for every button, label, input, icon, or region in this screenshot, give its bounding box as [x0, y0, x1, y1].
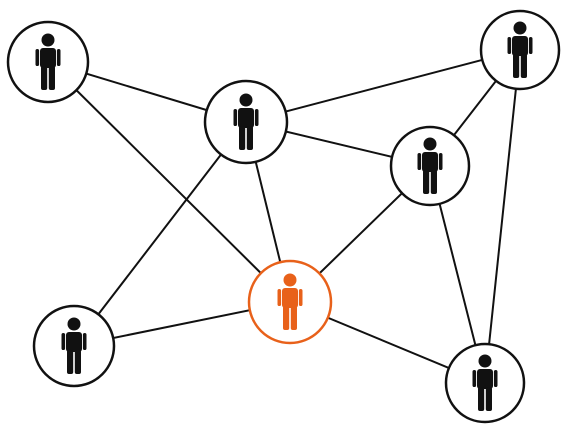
node-n2 — [203, 79, 289, 165]
nodes-layer — [6, 9, 561, 424]
person-icon — [61, 317, 87, 374]
node-n7 — [444, 342, 526, 424]
edge-n2-n4 — [245, 49, 521, 123]
node-n6 — [32, 304, 116, 388]
edge-n2-n6 — [73, 121, 247, 347]
person-icon — [233, 93, 259, 150]
edge-n1-n5 — [47, 61, 291, 303]
node-highlighted-n5 — [247, 259, 333, 345]
person-icon — [507, 21, 533, 78]
node-n1 — [6, 20, 90, 104]
person-icon — [35, 33, 61, 90]
node-n4 — [479, 9, 561, 91]
edge-n4-n7 — [484, 49, 521, 384]
person-icon — [277, 273, 303, 330]
node-n3 — [389, 125, 471, 207]
person-icon — [417, 137, 443, 194]
person-icon — [472, 354, 498, 411]
